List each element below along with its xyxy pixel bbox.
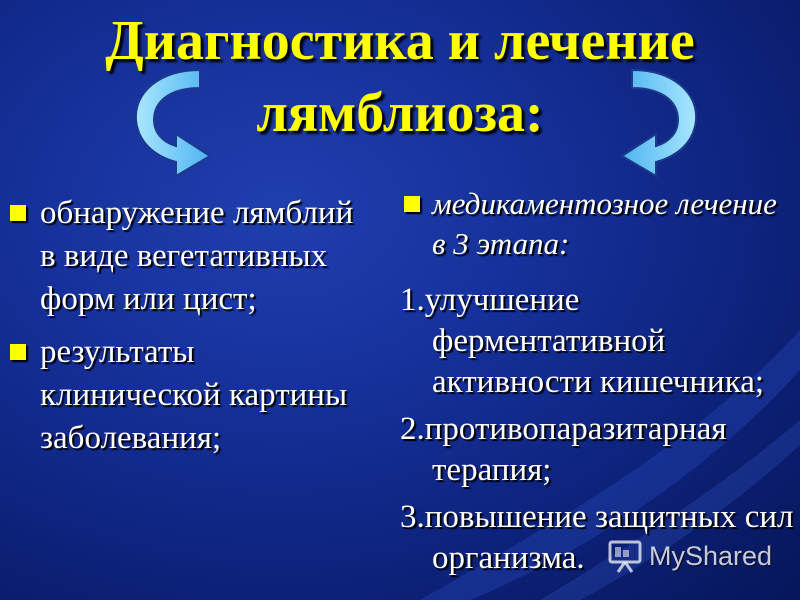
treatment-step: 1.улучшение ферментативной активности ки… [400, 282, 765, 400]
bullet-square-icon [404, 196, 420, 212]
title-line-1: Диагностика и лечение [105, 10, 695, 72]
diagnosis-item: результаты клинической картины заболеван… [10, 331, 375, 460]
treatment-header-list: медикаментозное лечение в 3 этапа: [404, 184, 794, 264]
treatment-step: 2.противопаразитарная терапия; [400, 411, 727, 488]
treatment-header-text: медикаментозное лечение в 3 этапа: [432, 186, 777, 261]
curved-arrow-left-icon [134, 68, 212, 178]
treatment-header: медикаментозное лечение в 3 этапа: [404, 184, 794, 264]
diagnosis-item-text: обнаружение лямблий в виде вегетативных … [40, 195, 354, 317]
treatment-step: 3.повышение защитных сил организма. [400, 499, 794, 576]
diagnosis-item-text: результаты клинической картины заболеван… [40, 334, 348, 456]
diagnosis-item: обнаружение лямблий в виде вегетативных … [10, 192, 375, 321]
treatment-steps: 1.улучшение ферментативной активности ки… [400, 280, 800, 585]
title-line-2: лямблиоза: [256, 82, 544, 144]
presentation-board-icon [608, 540, 642, 573]
curved-arrow-right-icon [620, 68, 698, 178]
bullet-square-icon [10, 344, 26, 360]
bullet-square-icon [10, 205, 26, 221]
myshared-watermark: MyShared [607, 536, 797, 576]
watermark-label: MyShared [649, 540, 773, 571]
diagnosis-list: обнаружение лямблий в виде вегетативных … [10, 192, 375, 470]
